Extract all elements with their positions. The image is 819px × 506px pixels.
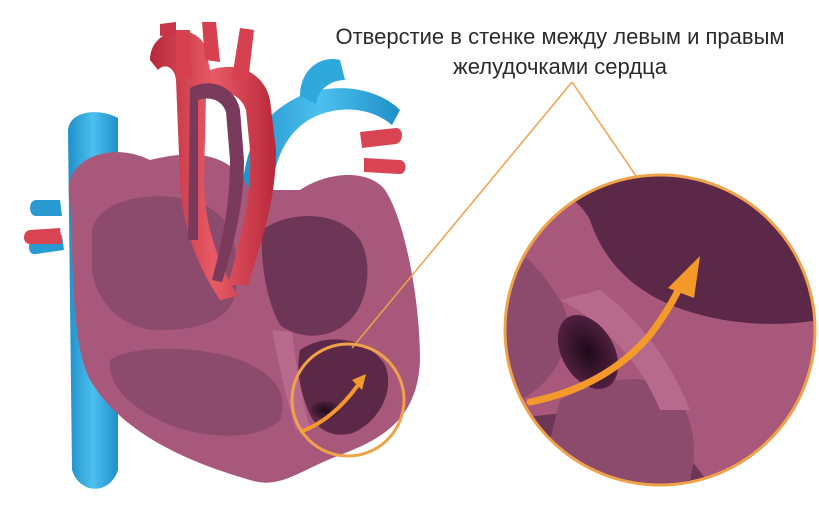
defect-caption: Отверстие в стенке между левым и правым …	[300, 22, 819, 82]
caption-line-1: Отверстие в стенке между левым и правым	[300, 22, 819, 52]
magnified-detail-circle	[480, 170, 819, 500]
caption-line-2: желудочками сердца	[300, 52, 819, 82]
